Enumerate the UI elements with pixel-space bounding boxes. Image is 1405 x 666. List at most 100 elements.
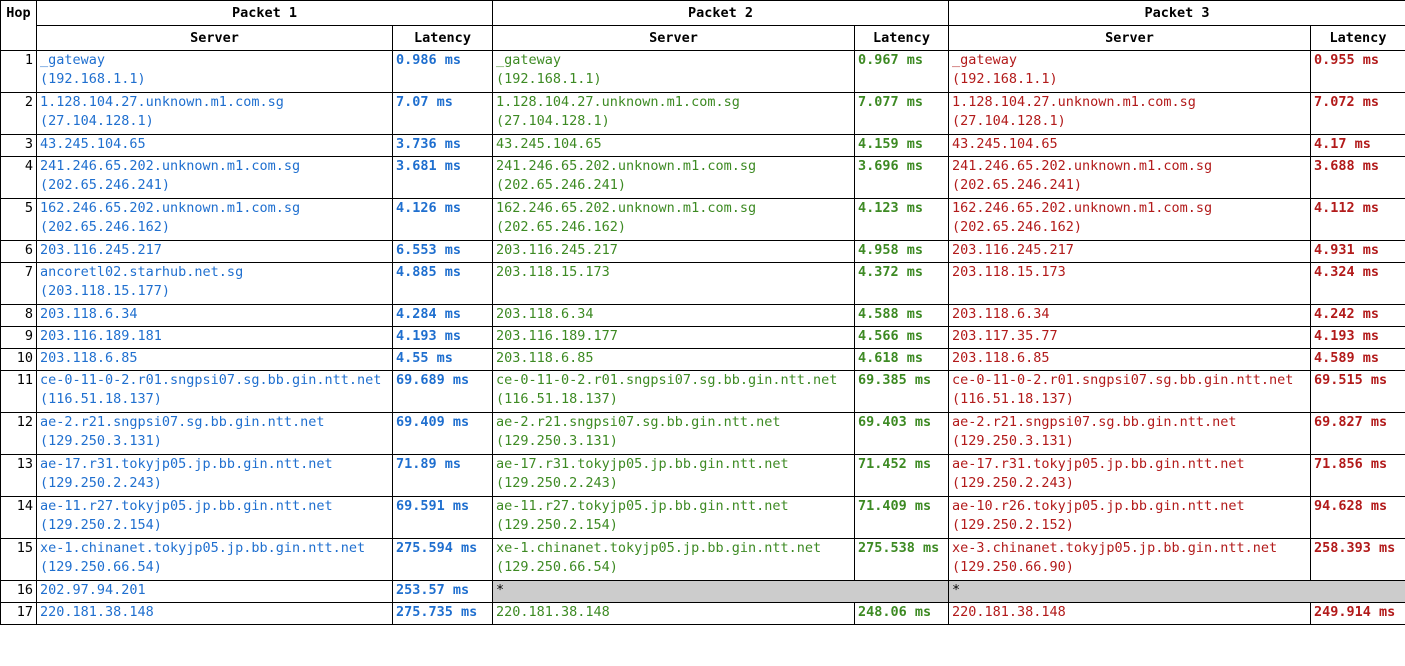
server-cell: ancoretl02.starhub.net.sg(203.118.15.177… bbox=[36, 262, 393, 305]
latency-cell: 4.324 ms bbox=[1310, 262, 1405, 305]
latency-cell: 248.06 ms bbox=[854, 602, 949, 625]
server-hostname: 241.246.65.202.unknown.m1.com.sg bbox=[40, 158, 301, 174]
server-hostname: ae-2.r21.sngpsi07.sg.bb.gin.ntt.net bbox=[496, 414, 781, 430]
latency-cell: 69.403 ms bbox=[854, 412, 949, 455]
server-cell: 203.118.15.173 bbox=[492, 262, 855, 305]
server-header: Server bbox=[36, 25, 393, 51]
server-ip: (129.250.66.54) bbox=[496, 559, 618, 575]
server-hostname: ae-11.r27.tokyjp05.jp.bb.gin.ntt.net bbox=[496, 498, 789, 514]
server-hostname: 241.246.65.202.unknown.m1.com.sg bbox=[952, 158, 1213, 174]
server-hostname: 162.246.65.202.unknown.m1.com.sg bbox=[40, 200, 301, 216]
server-ip: (129.250.66.90) bbox=[952, 559, 1074, 575]
server-hostname: ae-11.r27.tokyjp05.jp.bb.gin.ntt.net bbox=[40, 498, 333, 514]
server-ip: (129.250.2.154) bbox=[496, 517, 618, 533]
server-cell: xe-3.chinanet.tokyjp05.jp.bb.gin.ntt.net… bbox=[948, 538, 1311, 581]
server-cell: 241.246.65.202.unknown.m1.com.sg(202.65.… bbox=[492, 156, 855, 199]
server-hostname: xe-1.chinanet.tokyjp05.jp.bb.gin.ntt.net bbox=[40, 540, 366, 556]
server-hostname: 203.118.6.34 bbox=[40, 306, 138, 322]
latency-cell: 4.589 ms bbox=[1310, 348, 1405, 371]
server-cell: 203.118.6.85 bbox=[36, 348, 393, 371]
latency-cell: 3.736 ms bbox=[392, 134, 493, 157]
server-ip: (129.250.2.243) bbox=[496, 475, 618, 491]
server-cell: 203.116.245.217 bbox=[492, 240, 855, 263]
latency-cell: 71.856 ms bbox=[1310, 454, 1405, 497]
server-hostname: xe-3.chinanet.tokyjp05.jp.bb.gin.ntt.net bbox=[952, 540, 1278, 556]
server-cell: 220.181.38.148 bbox=[492, 602, 855, 625]
server-hostname: ce-0-11-0-2.r01.sngpsi07.sg.bb.gin.ntt.n… bbox=[40, 372, 382, 388]
server-cell: 203.118.6.34 bbox=[492, 304, 855, 327]
server-hostname: 43.245.104.65 bbox=[40, 136, 146, 152]
hop-number: 6 bbox=[0, 240, 37, 263]
latency-header: Latency bbox=[854, 25, 949, 51]
latency-cell: 0.955 ms bbox=[1310, 50, 1405, 93]
latency-cell: 4.123 ms bbox=[854, 198, 949, 241]
latency-cell: 4.55 ms bbox=[392, 348, 493, 371]
traceroute-table: Hop Packet 1 Packet 2 Packet 3 Server La… bbox=[0, 0, 1405, 625]
latency-cell: 7.07 ms bbox=[392, 92, 493, 135]
server-cell: 220.181.38.148 bbox=[36, 602, 393, 625]
hop-number: 1 bbox=[0, 50, 37, 93]
latency-cell: 69.409 ms bbox=[392, 412, 493, 455]
server-ip: (116.51.18.137) bbox=[496, 391, 618, 407]
server-ip: (202.65.246.241) bbox=[40, 177, 171, 193]
latency-cell: 4.126 ms bbox=[392, 198, 493, 241]
server-ip: (116.51.18.137) bbox=[40, 391, 162, 407]
latency-cell: 4.112 ms bbox=[1310, 198, 1405, 241]
latency-cell: 253.57 ms bbox=[392, 580, 493, 603]
server-cell: xe-1.chinanet.tokyjp05.jp.bb.gin.ntt.net… bbox=[36, 538, 393, 581]
server-hostname: _gateway bbox=[952, 52, 1018, 68]
latency-cell: 4.242 ms bbox=[1310, 304, 1405, 327]
server-ip: (192.168.1.1) bbox=[496, 71, 602, 87]
latency-cell: 94.628 ms bbox=[1310, 496, 1405, 539]
server-hostname: 203.116.245.217 bbox=[496, 242, 618, 258]
hop-number: 13 bbox=[0, 454, 37, 497]
server-hostname: _gateway bbox=[496, 52, 562, 68]
server-hostname: 162.246.65.202.unknown.m1.com.sg bbox=[952, 200, 1213, 216]
packet-2-header: Packet 2 bbox=[492, 0, 949, 26]
server-header: Server bbox=[492, 25, 855, 51]
server-hostname: 202.97.94.201 bbox=[40, 582, 146, 598]
server-hostname: 203.116.245.217 bbox=[40, 242, 162, 258]
server-cell: 1.128.104.27.unknown.m1.com.sg (27.104.12… bbox=[948, 92, 1311, 135]
timeout-cell: * bbox=[492, 580, 949, 603]
server-cell: xe-1.chinanet.tokyjp05.jp.bb.gin.ntt.net… bbox=[492, 538, 855, 581]
latency-cell: 3.688 ms bbox=[1310, 156, 1405, 199]
server-hostname: ae-17.r31.tokyjp05.jp.bb.gin.ntt.net bbox=[496, 456, 789, 472]
server-hostname: ce-0-11-0-2.r01.sngpsi07.sg.bb.gin.ntt.n… bbox=[952, 372, 1294, 388]
server-cell: 1.128.104.27.unknown.m1.com.sg(27.104.12… bbox=[492, 92, 855, 135]
hop-number: 7 bbox=[0, 262, 37, 305]
latency-cell: 4.284 ms bbox=[392, 304, 493, 327]
server-ip: (27.104.128.1) bbox=[952, 113, 1066, 129]
hop-number: 17 bbox=[0, 602, 37, 625]
server-cell: ae-2.r21.sngpsi07.sg.bb.gin.ntt.net(129.… bbox=[492, 412, 855, 455]
server-ip: (129.250.2.243) bbox=[952, 475, 1074, 491]
latency-cell: 275.538 ms bbox=[854, 538, 949, 581]
server-cell: 162.246.65.202.unknown.m1.com.sg(202.65.… bbox=[492, 198, 855, 241]
server-ip: (129.250.2.243) bbox=[40, 475, 162, 491]
server-hostname: 203.118.6.85 bbox=[40, 350, 138, 366]
hop-header: Hop bbox=[0, 0, 37, 51]
server-ip: (202.65.246.162) bbox=[952, 219, 1083, 235]
server-cell: _gateway(192.168.1.1) bbox=[36, 50, 393, 93]
server-ip: (129.250.3.131) bbox=[40, 433, 162, 449]
latency-cell: 69.827 ms bbox=[1310, 412, 1405, 455]
latency-cell: 4.885 ms bbox=[392, 262, 493, 305]
server-cell: ae-2.r21.sngpsi07.sg.bb.gin.ntt.net(129.… bbox=[36, 412, 393, 455]
server-ip: (192.168.1.1) bbox=[40, 71, 146, 87]
hop-number: 14 bbox=[0, 496, 37, 539]
server-hostname: 1.128.104.27.unknown.m1.com.sg bbox=[952, 94, 1196, 110]
server-cell: 203.118.6.34 bbox=[36, 304, 393, 327]
server-hostname: 203.118.6.85 bbox=[496, 350, 594, 366]
server-cell: ae-17.r31.tokyjp05.jp.bb.gin.ntt.net (129… bbox=[36, 454, 393, 497]
server-hostname: 203.116.245.217 bbox=[952, 242, 1074, 258]
server-hostname: 203.116.189.177 bbox=[496, 328, 618, 344]
hop-number: 4 bbox=[0, 156, 37, 199]
server-cell: ce-0-11-0-2.r01.sngpsi07.sg.bb.gin.ntt.n… bbox=[36, 370, 393, 413]
server-hostname: ae-17.r31.tokyjp05.jp.bb.gin.ntt.net bbox=[40, 456, 333, 472]
